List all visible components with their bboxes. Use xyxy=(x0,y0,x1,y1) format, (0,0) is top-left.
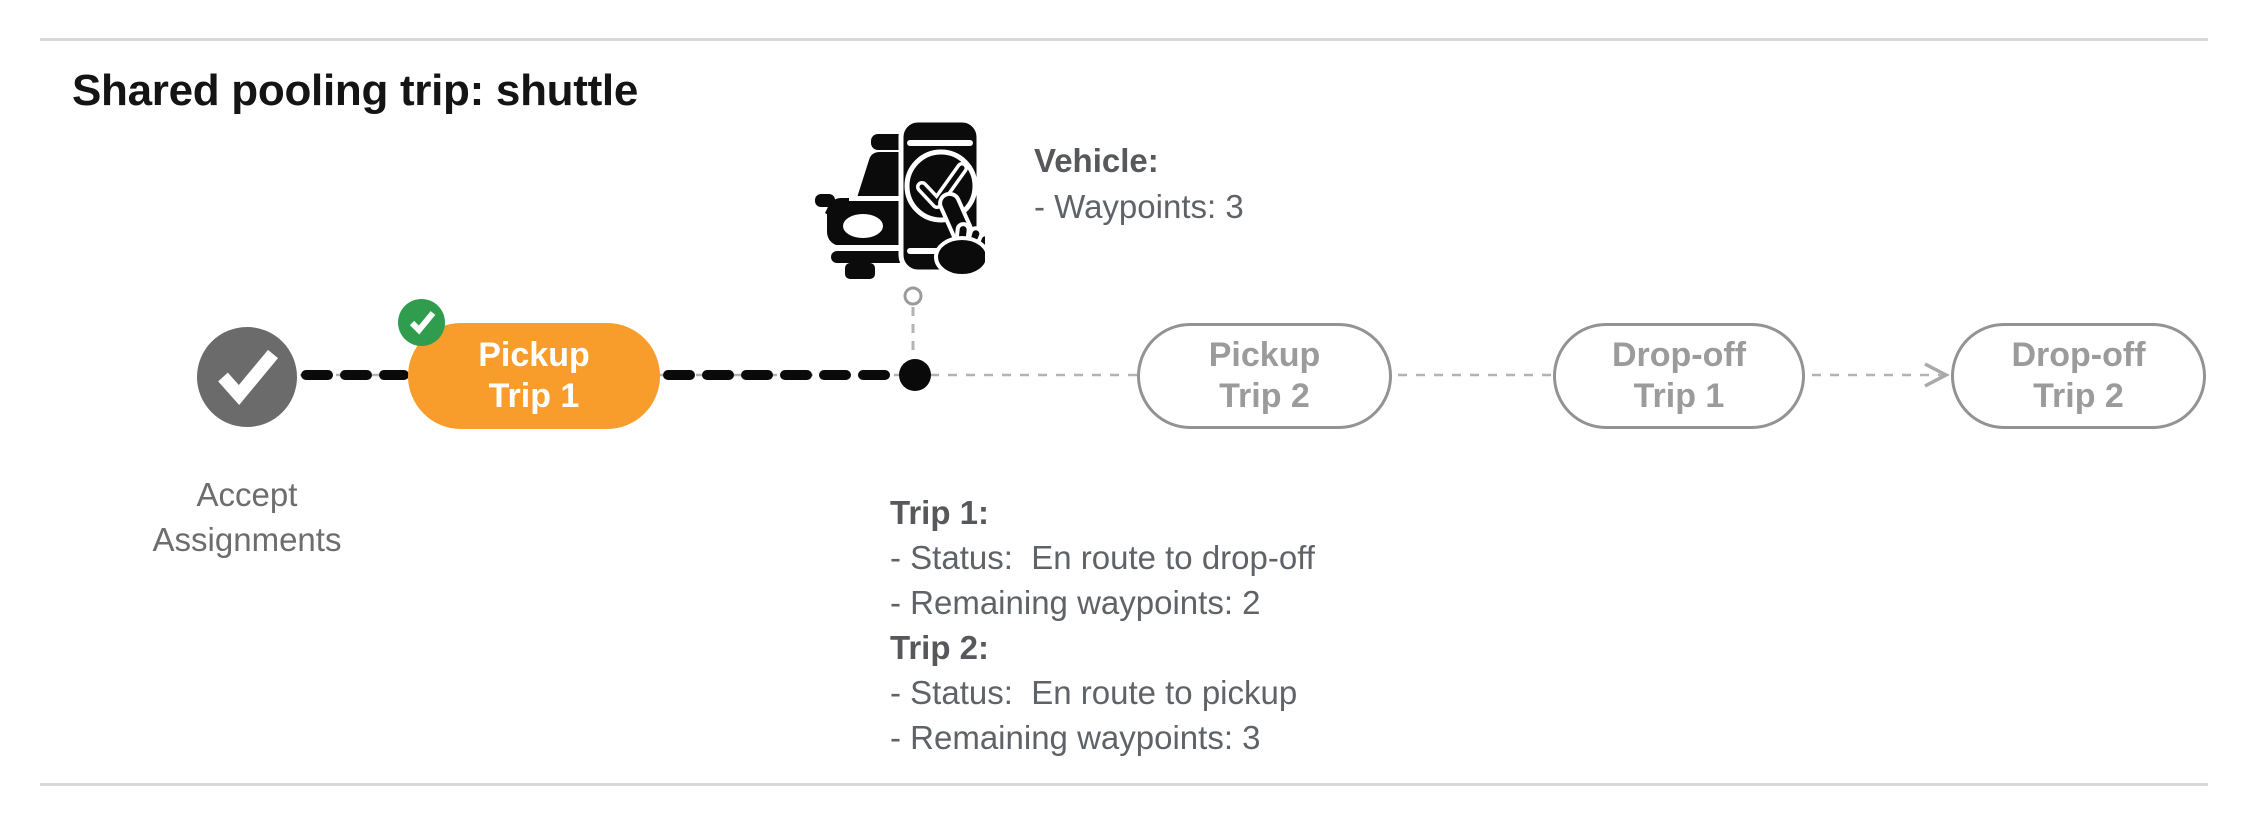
stage-pill-pickup-trip-1: Pickup Trip 1 xyxy=(408,323,660,429)
bottom-divider xyxy=(40,783,2208,786)
accept-assignments-label: Accept Assignments xyxy=(152,476,342,558)
stage-pill-pickup-trip-2: Pickup Trip 2 xyxy=(1137,323,1392,429)
trip-status-panel: Trip 1: - Status: En route to drop-off -… xyxy=(890,490,1315,760)
stage-pill-label: Drop-off Trip 1 xyxy=(1611,336,1747,415)
trip1-heading: Trip 1: xyxy=(890,494,990,531)
vehicle-anchor-circle xyxy=(903,286,923,306)
vehicle-phone-check-icon xyxy=(815,117,985,279)
trip1-remaining: - Remaining waypoints: 2 xyxy=(890,584,1261,621)
trip1-status: - Status: En route to drop-off xyxy=(890,539,1315,576)
stage-pill-label: Pickup Trip 1 xyxy=(478,336,590,415)
stage-pill-label: Pickup Trip 2 xyxy=(1208,336,1321,415)
page-title: Shared pooling trip: shuttle xyxy=(72,66,639,115)
check-icon xyxy=(409,311,435,335)
stage-pill-dropoff-trip-2: Drop-off Trip 2 xyxy=(1951,323,2206,429)
trip2-remaining: - Remaining waypoints: 3 xyxy=(890,719,1261,756)
trip2-heading: Trip 2: xyxy=(890,629,990,666)
trip2-status: - Status: En route to pickup xyxy=(890,674,1298,711)
top-divider xyxy=(40,38,2208,41)
check-icon xyxy=(218,349,279,405)
vehicle-info-heading: Vehicle: xyxy=(1034,142,1159,179)
route-arrowhead xyxy=(1924,362,1950,388)
accept-assignments-node xyxy=(197,327,297,427)
vehicle-info-panel: Vehicle: - Waypoints: 3 xyxy=(1034,138,1244,230)
vehicle-info-waypoints: - Waypoints: 3 xyxy=(1034,188,1244,225)
completed-badge xyxy=(398,299,445,346)
stage-pill-dropoff-trip-1: Drop-off Trip 1 xyxy=(1553,323,1805,429)
current-position-dot xyxy=(899,359,931,391)
stage-pill-label: Drop-off Trip 2 xyxy=(2011,336,2146,415)
